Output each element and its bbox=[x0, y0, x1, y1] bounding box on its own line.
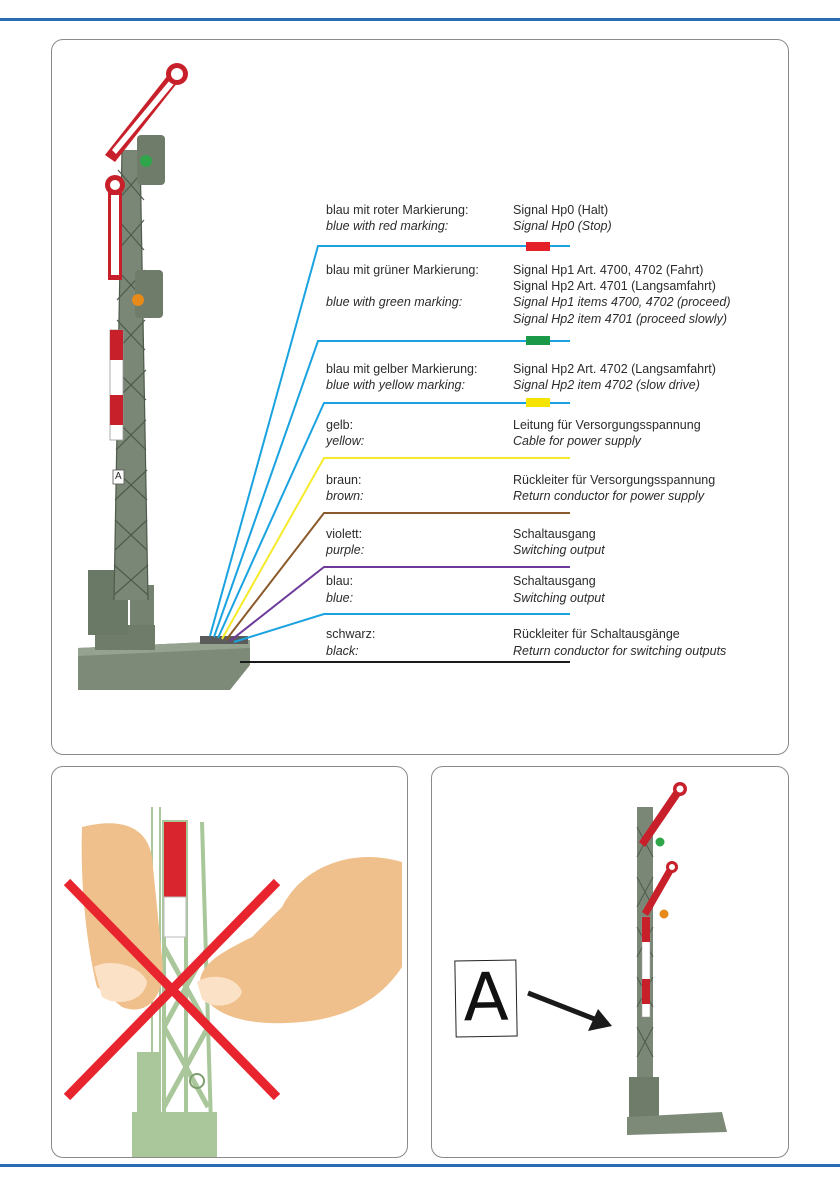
wire-6-de-desc: Schaltausgang bbox=[513, 526, 596, 542]
wire-5-en-color: brown: bbox=[326, 488, 364, 504]
wire-1-de-color: blau mit roter Markierung: bbox=[326, 202, 468, 218]
handling-warning-illustration bbox=[52, 767, 408, 1158]
wire-2-en-desc-1: Signal Hp1 items 4700, 4702 (proceed) bbox=[513, 294, 731, 310]
wire-8-de-color: schwarz: bbox=[326, 626, 375, 642]
wire-1-en-desc: Signal Hp0 (Stop) bbox=[513, 218, 612, 234]
wire-7-en-desc: Switching output bbox=[513, 590, 605, 606]
mast-plate-card-letter: A bbox=[455, 958, 516, 1037]
wire-7-de-color: blau: bbox=[326, 573, 353, 589]
wire-4-en-color: yellow: bbox=[326, 433, 364, 449]
handling-warning-panel bbox=[51, 766, 408, 1158]
wire-5-en-desc: Return conductor for power supply bbox=[513, 488, 704, 504]
wire-4-en-desc: Cable for power supply bbox=[513, 433, 641, 449]
wire-5-de-color: braun: bbox=[326, 472, 361, 488]
wire-7-en-color: blue: bbox=[326, 590, 353, 606]
small-signal-illustration bbox=[627, 782, 727, 1135]
wire-3-de-desc: Signal Hp2 Art. 4702 (Langsamfahrt) bbox=[513, 361, 716, 377]
wire-7-de-desc: Schaltausgang bbox=[513, 573, 596, 589]
marker-yellow bbox=[526, 398, 550, 407]
wire-5-de-desc: Rückleiter für Versorgungsspannung bbox=[513, 472, 715, 488]
marker-green bbox=[526, 336, 550, 345]
wire-2-de-desc-1: Signal Hp1 Art. 4700, 4702 (Fahrt) bbox=[513, 262, 703, 278]
wire-2-en-color: blue with green marking: bbox=[326, 294, 462, 310]
wire-2-de-desc-2: Signal Hp2 Art. 4701 (Langsamfahrt) bbox=[513, 278, 716, 294]
wire-3-de-color: blau mit gelber Markierung: bbox=[326, 361, 477, 377]
marker-red bbox=[526, 242, 550, 251]
wire-1-en-color: blue with red marking: bbox=[326, 218, 448, 234]
arrow-icon bbox=[528, 993, 612, 1031]
mast-plate-letter: A bbox=[115, 470, 122, 484]
wire-4-de-color: gelb: bbox=[326, 417, 353, 433]
wire-4-de-desc: Leitung für Versorgungsspannung bbox=[513, 417, 701, 433]
wire-1-de-desc: Signal Hp0 (Halt) bbox=[513, 202, 608, 218]
wire-2-en-desc-2: Signal Hp2 item 4701 (proceed slowly) bbox=[513, 311, 727, 327]
signal-illustration bbox=[78, 63, 250, 690]
wire-6-en-desc: Switching output bbox=[513, 542, 605, 558]
wire-2-de-color: blau mit grüner Markierung: bbox=[326, 262, 479, 278]
mast-plate-panel: A bbox=[431, 766, 789, 1158]
wire-3-en-desc: Signal Hp2 item 4702 (slow drive) bbox=[513, 377, 700, 393]
wire-8-de-desc: Rückleiter für Schaltausgänge bbox=[513, 626, 680, 642]
mast-plate-card: A bbox=[454, 959, 517, 1037]
wire-8-en-desc: Return conductor for switching outputs bbox=[513, 643, 726, 659]
wire-8-en-color: black: bbox=[326, 643, 359, 659]
wire-6-en-color: purple: bbox=[326, 542, 364, 558]
wire-6-de-color: violett: bbox=[326, 526, 362, 542]
wire-3-en-color: blue with yellow marking: bbox=[326, 377, 465, 393]
